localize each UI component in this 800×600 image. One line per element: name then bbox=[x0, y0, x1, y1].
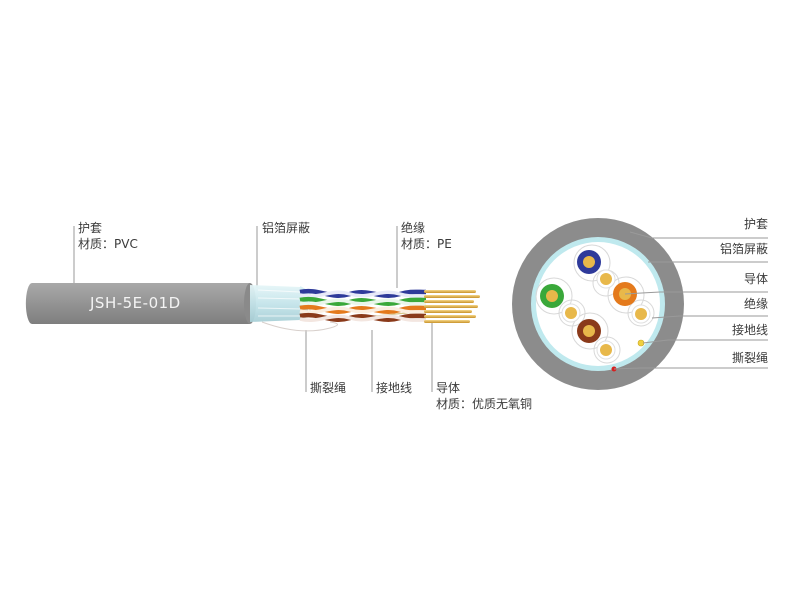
label-conductor: 导体 材质：优质无氧铜 bbox=[436, 380, 532, 412]
right-label-rip-cord: 撕裂绳 bbox=[731, 351, 768, 365]
right-label-jacket: 护套 bbox=[743, 217, 768, 231]
label-conductor-material: 材质：优质无氧铜 bbox=[436, 397, 533, 411]
label-rip-cord-name: 撕裂绳 bbox=[310, 381, 347, 395]
right-label-drain-wire: 接地线 bbox=[731, 323, 768, 337]
label-rip-cord: 撕裂绳 bbox=[310, 380, 346, 396]
twisted-pairs bbox=[299, 288, 427, 322]
label-jacket: 护套 材质：PVC bbox=[78, 220, 138, 252]
copper-conductors bbox=[424, 290, 480, 323]
label-foil-shield: 铝箔屏蔽 bbox=[262, 220, 310, 236]
cable-model-print: JSH-5E-01D bbox=[90, 294, 181, 312]
label-insulation-material: 材质：PE bbox=[401, 237, 452, 251]
right-label-conductor: 导体 bbox=[743, 272, 768, 286]
label-jacket-material: 材质：PVC bbox=[78, 237, 138, 251]
label-drain-wire: 接地线 bbox=[376, 380, 412, 396]
label-conductor-name: 导体 bbox=[436, 381, 461, 395]
label-insulation: 绝缘 材质：PE bbox=[401, 220, 452, 252]
rip-cord-strand bbox=[261, 321, 338, 332]
label-jacket-name: 护套 bbox=[78, 221, 103, 235]
leader-lines-left bbox=[73, 226, 433, 392]
label-insulation-name: 绝缘 bbox=[401, 221, 426, 235]
right-label-insulation: 绝缘 bbox=[743, 297, 768, 311]
label-foil-shield-name: 铝箔屏蔽 bbox=[262, 221, 311, 235]
label-drain-wire-name: 接地线 bbox=[376, 381, 413, 395]
leader-lines-right bbox=[613, 231, 768, 370]
cable-cross-section bbox=[512, 218, 684, 390]
right-label-foil-shield: 铝箔屏蔽 bbox=[719, 242, 768, 256]
